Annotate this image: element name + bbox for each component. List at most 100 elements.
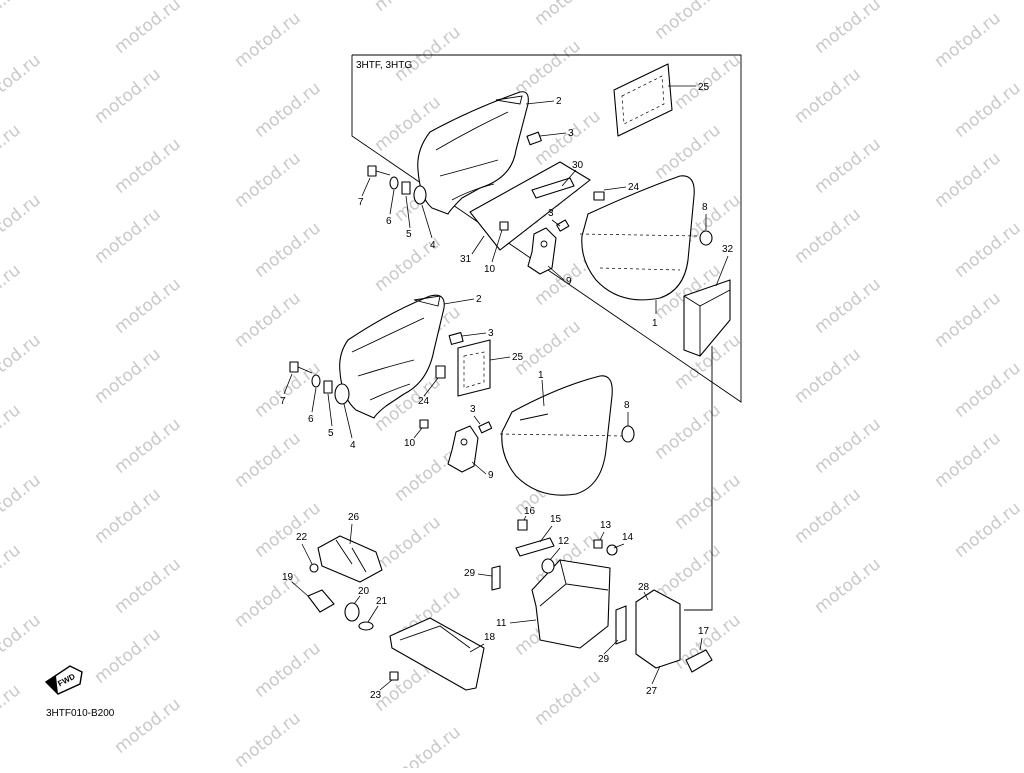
variant-inset: 3HTF, 3HTG — [351, 54, 742, 403]
callout-6: 6 — [308, 414, 314, 425]
side-cover-left — [339, 294, 445, 419]
watermark-text: motod.ru — [231, 428, 305, 492]
diagram-code: 3HTF010-B200 — [46, 708, 115, 719]
watermark-text: motod.ru — [111, 414, 185, 478]
watermark-text: motod.ru — [111, 554, 185, 618]
watermark-text: motod.ru — [0, 610, 45, 674]
callout-5: 5 — [328, 428, 334, 439]
strap-29a — [491, 565, 501, 591]
watermark-text: motod.ru — [231, 8, 305, 72]
watermark-text: motod.ru — [811, 554, 885, 618]
watermark-text: motod.ru — [111, 694, 185, 758]
inset-callout-1: 1 — [652, 318, 658, 329]
inset-callouts: 2 3 25 30 24 7 6 5 4 8 3 31 10 — [358, 82, 734, 329]
inset-callout-3b: 3 — [548, 208, 554, 219]
callout-12: 12 — [558, 536, 570, 547]
inset-callout-25: 25 — [698, 82, 710, 93]
callout-26: 26 — [348, 512, 360, 523]
bracket-9 — [419, 419, 493, 473]
inset-side-cover-left — [417, 91, 529, 215]
bolt-stack — [289, 361, 350, 405]
plate-28 — [635, 589, 681, 669]
watermark-text: motod.ru — [671, 470, 745, 534]
plate-24 — [435, 365, 446, 379]
callout-21: 21 — [376, 596, 388, 607]
watermark-text: motod.ru — [391, 722, 465, 768]
callout-13: 13 — [600, 520, 612, 531]
watermark-text: motod.ru — [231, 288, 305, 352]
inset-callout-6: 6 — [386, 216, 392, 227]
callout-3a: 3 — [488, 328, 494, 339]
fwd-arrow-icon: FWD — [44, 665, 83, 695]
watermark-text: motod.ru — [0, 400, 25, 464]
inset-callout-24: 24 — [628, 182, 640, 193]
bolt-23 — [389, 671, 399, 681]
watermark-text: motod.ru — [931, 148, 1005, 212]
clip-17 — [685, 649, 713, 673]
watermark-text: motod.ru — [251, 0, 325, 2]
inset-block-32 — [683, 279, 731, 357]
part-20 — [344, 602, 360, 622]
side-cover-right — [499, 375, 635, 496]
watermark-text: motod.ru — [91, 64, 165, 128]
watermark-text: motod.ru — [231, 148, 305, 212]
watermark-text: motod.ru — [91, 204, 165, 268]
callout-29b: 29 — [598, 654, 610, 665]
watermark-text: motod.ru — [671, 610, 745, 674]
watermark-text: motod.ru — [931, 288, 1005, 352]
watermark-text: motod.ru — [931, 428, 1005, 492]
inset-bracket-9 — [499, 219, 570, 275]
strap-29b — [615, 605, 627, 645]
watermark-text: motod.ru — [231, 568, 305, 632]
watermark-text: motod.ru — [931, 8, 1005, 72]
inset-callout-32: 32 — [722, 244, 734, 255]
watermark-text: motod.ru — [371, 0, 445, 16]
watermark-text: motod.ru — [111, 274, 185, 338]
callout-16: 16 — [524, 506, 536, 517]
inset-callout-8: 8 — [702, 202, 708, 213]
nut-14 — [606, 544, 618, 556]
watermark-text: motod.ru — [0, 470, 45, 534]
watermark-text: motod.ru — [951, 218, 1024, 282]
watermark-text: motod.ru — [391, 22, 465, 86]
watermark-text: motod.ru — [251, 218, 325, 282]
watermark-text: motod.ru — [791, 204, 865, 268]
watermark-text: motod.ru — [811, 134, 885, 198]
watermark-text: motod.ru — [531, 0, 605, 30]
watermark-text: motod.ru — [811, 0, 885, 58]
watermark-text: motod.ru — [0, 120, 25, 184]
inset-pad-25 — [613, 63, 673, 137]
inset-side-cover-right — [579, 175, 713, 301]
callout-17: 17 — [698, 626, 710, 637]
inset-callout-30: 30 — [572, 160, 584, 171]
part-19 — [307, 589, 335, 613]
watermark-text: motod.ru — [791, 344, 865, 408]
main-assembly: 2 3 25 1 7 6 5 4 24 3 8 10 9 26 — [280, 294, 713, 701]
main-callouts: 2 3 25 1 7 6 5 4 24 3 8 10 9 26 — [280, 294, 710, 701]
callout-2: 2 — [476, 294, 482, 305]
inset-pad-30 — [531, 177, 575, 199]
watermark-text: motod.ru — [251, 78, 325, 142]
callout-15: 15 — [550, 514, 562, 525]
callout-23: 23 — [370, 690, 382, 701]
callout-29a: 29 — [464, 568, 476, 579]
callout-11: 11 — [496, 618, 507, 629]
inset-frame — [351, 54, 742, 403]
watermark-text: motod.ru — [651, 0, 725, 44]
link-15 — [515, 537, 555, 557]
watermark-text: motod.ru — [651, 400, 725, 464]
watermark-text: motod.ru — [791, 484, 865, 548]
bolt-13 — [593, 539, 603, 549]
watermark-text: motod.ru — [0, 50, 45, 114]
tray-18 — [389, 617, 485, 691]
watermark-text: motod.ru — [251, 498, 325, 562]
watermark-text: motod.ru — [951, 358, 1024, 422]
watermark-text: motod.ru — [791, 64, 865, 128]
watermark-text: motod.ru — [91, 624, 165, 688]
pad-25 — [457, 339, 491, 397]
guide-line — [684, 346, 713, 611]
callout-3b: 3 — [470, 404, 476, 415]
callout-20: 20 — [358, 586, 370, 597]
inset-callout-31: 31 — [460, 254, 472, 265]
